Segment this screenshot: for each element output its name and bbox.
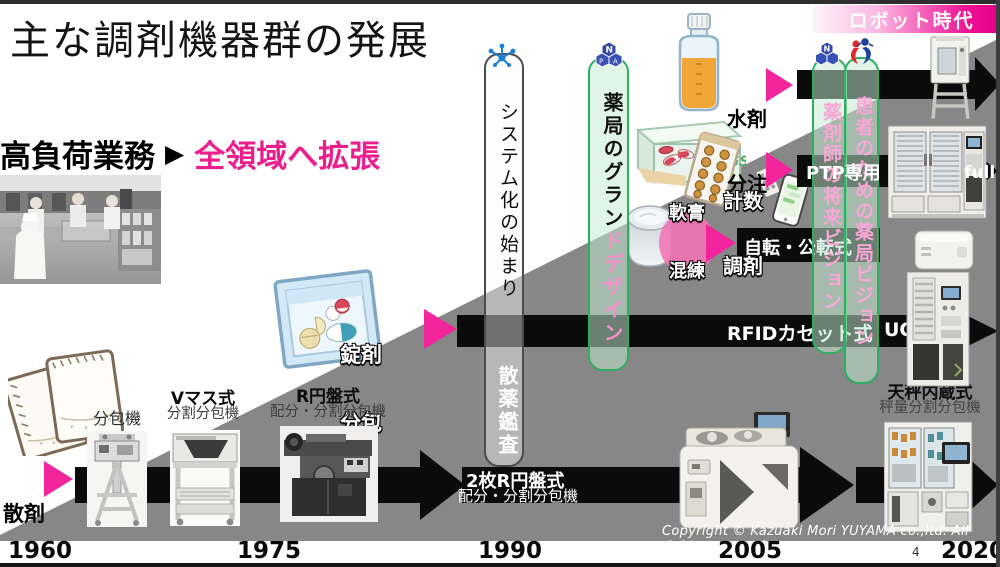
machine-1980-label-sub: 配分・分割分包機 bbox=[270, 404, 386, 420]
powder-sachet-illustration bbox=[8, 349, 125, 456]
page-number: 4 bbox=[912, 545, 920, 559]
right-border bbox=[996, 0, 1000, 567]
banner-grand-design-text: 薬局のグランドデザイン bbox=[590, 75, 627, 361]
svg-text:A: A bbox=[613, 58, 618, 66]
machine-cabinet-image bbox=[887, 124, 990, 228]
two-disc-label-sub: 配分・分割分包機 bbox=[458, 487, 579, 505]
powder-arrowhead-1 bbox=[420, 450, 468, 520]
machine-1980-image bbox=[280, 426, 378, 522]
machine-small-unit-image bbox=[913, 227, 979, 275]
powder-arrowhead-2 bbox=[800, 447, 857, 523]
two-disc-label-bold: 2枚R円盤式 bbox=[466, 471, 565, 492]
banner-grand-design: 薬局のグランドデザイン bbox=[588, 57, 629, 371]
blister-strip-illustration bbox=[681, 130, 743, 213]
grand-design-pink: ドデザイン bbox=[600, 229, 624, 345]
year-1990: 1990 bbox=[478, 538, 543, 564]
svg-text:P: P bbox=[599, 58, 603, 66]
machine-1960-image bbox=[87, 431, 147, 527]
full-label: full bbox=[964, 163, 996, 183]
machine-2005-image bbox=[678, 412, 802, 538]
ptp-label: PTP専用 bbox=[806, 163, 881, 184]
machine-1975-label-bold: Vマス式 bbox=[170, 389, 236, 409]
npa-badge-icon: N P A bbox=[595, 41, 623, 68]
machine-1980-label-bold: R円盤式 bbox=[295, 387, 361, 407]
year-1960: 1960 bbox=[8, 538, 73, 564]
liquid-flow-label: 水剤 分注 bbox=[727, 107, 767, 196]
machine-2020-label-sub: 秤量分割分包機 bbox=[879, 400, 981, 416]
banner-patient-vision-text: 患者のための薬局ビジョン bbox=[852, 96, 874, 348]
banner-patient-vision: 患者のための薬局ビジョン bbox=[844, 57, 879, 384]
uc-label: UC bbox=[884, 319, 914, 341]
powder-flow-triangle bbox=[44, 461, 76, 497]
tablet-flow-triangle bbox=[424, 309, 460, 349]
headline-left: 高負荷業務 bbox=[0, 139, 155, 175]
machine-liquid-dispenser-image bbox=[928, 36, 974, 128]
bottom-border bbox=[0, 563, 1000, 567]
banner-systemization-lower: 散薬鑑査 bbox=[495, 365, 519, 457]
headline-right: 全領域へ拡張 bbox=[194, 139, 381, 175]
liquid-bottle-illustration bbox=[678, 13, 720, 112]
machine-1960-label: 分包機 bbox=[92, 409, 141, 428]
page-title: 主な調剤機器群の発展 bbox=[10, 18, 430, 64]
svg-text:N: N bbox=[824, 45, 831, 54]
headline-arrow-icon: ▶ bbox=[165, 139, 185, 168]
timeline-bar bbox=[0, 541, 996, 563]
year-2020: 2020 bbox=[941, 538, 1000, 564]
banner-pharmacist-vision: 薬剤師の将来ビジョン bbox=[812, 57, 847, 354]
banner-pharmacist-vision-text: 薬剤師の将来ビジョン bbox=[820, 102, 842, 312]
counting-flow-triangle bbox=[766, 152, 796, 188]
year-2005: 2005 bbox=[718, 538, 783, 564]
patient-care-logo-icon bbox=[850, 38, 874, 64]
ointment-flow-label: 軟膏 混練 bbox=[668, 203, 705, 283]
ointment-flow-triangle bbox=[706, 224, 739, 262]
machine-uc-tower-image bbox=[905, 271, 973, 394]
liquid-arrowhead bbox=[975, 57, 1000, 111]
banner-systemization: システム化の始まり 散薬鑑査 bbox=[484, 53, 524, 467]
svg-text:N: N bbox=[606, 46, 614, 56]
powder-flow-label: 散剤 分包 bbox=[3, 502, 45, 527]
vintage-pharmacy-photo bbox=[0, 175, 161, 284]
year-1975: 1975 bbox=[237, 538, 302, 564]
banner-systemization-upper: システム化の始まり bbox=[497, 102, 519, 300]
machine-1975-image bbox=[170, 430, 240, 526]
network-icon bbox=[488, 43, 516, 67]
machine-1975-label-sub: 分割分包機 bbox=[166, 406, 240, 422]
era-badge: ロボット時代 bbox=[813, 5, 996, 33]
tablet-package-illustration bbox=[273, 268, 384, 375]
grand-design-black: 薬局のグラン bbox=[600, 91, 624, 230]
ointment-flow-badge: 軟膏 混練 bbox=[659, 204, 715, 282]
headline: 高負荷業務 ▶ 全領域へ拡張 bbox=[0, 131, 380, 176]
machine-2020-image bbox=[884, 421, 973, 533]
machine-2020-label-bold: 天秤内蔵式 bbox=[887, 383, 973, 403]
liquid-flow-triangle bbox=[766, 68, 796, 102]
npa-badge-icon-2: N bbox=[815, 41, 839, 66]
era-badge-label: ロボット時代 bbox=[848, 9, 975, 32]
top-border bbox=[0, 0, 1000, 4]
